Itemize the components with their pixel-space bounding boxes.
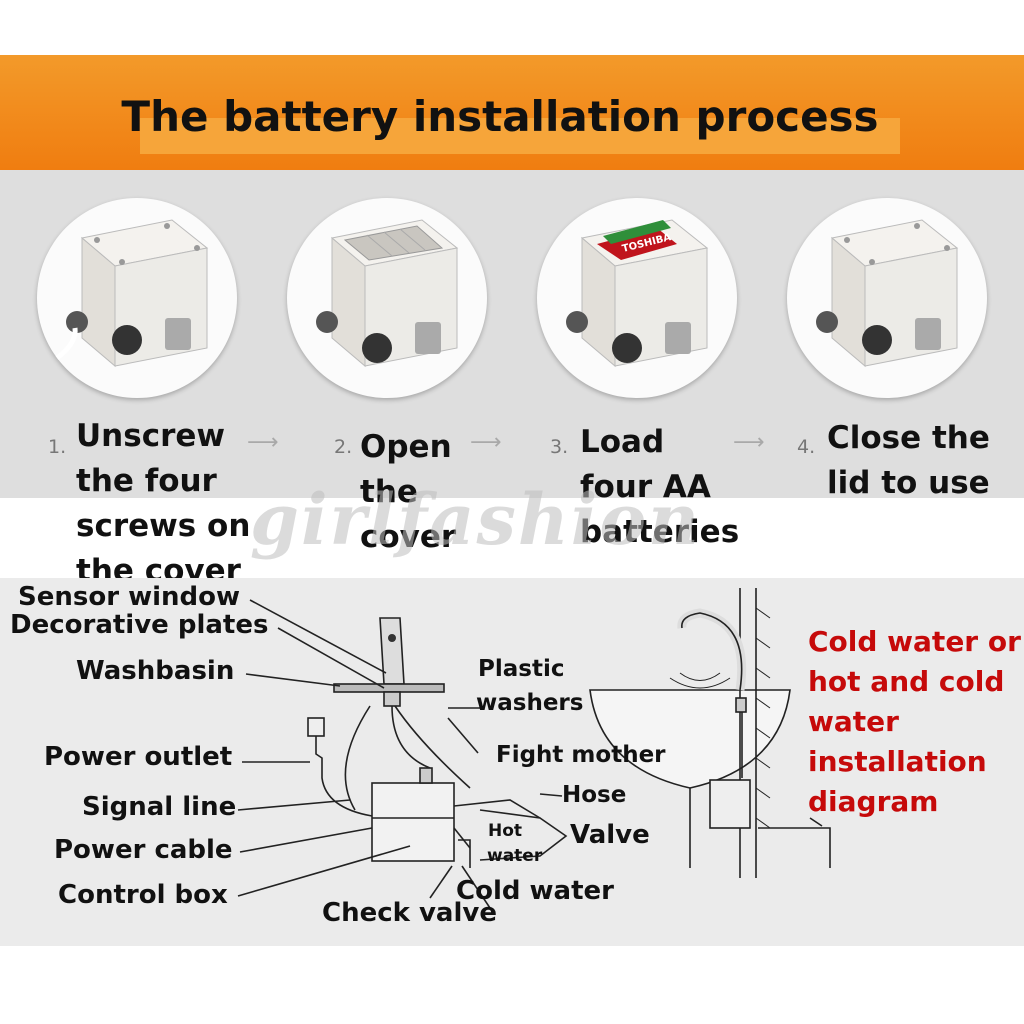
step-3-image: TOSHIBA bbox=[537, 198, 737, 398]
step-2-image bbox=[287, 198, 487, 398]
power-outlet-shape bbox=[307, 717, 325, 737]
step-4-number: 4. bbox=[797, 436, 816, 458]
label-power-outlet: Power outlet bbox=[44, 742, 233, 772]
label-hot-water-line2: water bbox=[487, 846, 543, 866]
installation-diagram bbox=[237, 588, 831, 909]
washbasin-plate bbox=[333, 683, 445, 693]
control-box-open-icon bbox=[316, 219, 459, 368]
control-box-shape bbox=[371, 782, 455, 862]
step-4-text: Close the lid to use bbox=[827, 420, 990, 501]
faucet-sensor bbox=[379, 617, 405, 685]
page-title: The battery installation process bbox=[121, 92, 879, 141]
title-highlight bbox=[140, 118, 900, 154]
fight-mother-line bbox=[391, 705, 431, 769]
label-fight-mother: Fight mother bbox=[496, 742, 666, 768]
label-check-valve: Check valve bbox=[322, 898, 497, 928]
step-1-text: Unscrew the four screws on the cover bbox=[76, 418, 251, 589]
signal-line bbox=[344, 705, 371, 811]
label-hose: Hose bbox=[562, 782, 627, 808]
step-2-number: 2. bbox=[334, 436, 353, 458]
label-valve: Valve bbox=[570, 820, 650, 850]
label-washbasin: Washbasin bbox=[76, 656, 235, 686]
step-1-number: 1. bbox=[48, 436, 67, 458]
installation-note: Cold water or hot and cold water install… bbox=[808, 625, 1021, 818]
arrow-right-icon: ⟶ bbox=[470, 430, 502, 455]
step-3-number: 3. bbox=[550, 436, 569, 458]
sink-bowl bbox=[589, 689, 791, 789]
watermark-text: girlfashion bbox=[250, 478, 701, 561]
label-hot-water-line1: Hot bbox=[488, 821, 523, 841]
control-box-closed-icon bbox=[55, 219, 209, 368]
control-box-closed-icon bbox=[816, 219, 959, 368]
label-plastic-washers-line2: washers bbox=[476, 690, 584, 716]
step-3-text: Load four AA batteries bbox=[580, 424, 740, 550]
label-control-box: Control box bbox=[58, 880, 228, 910]
control-box-batteries-icon: TOSHIBA bbox=[566, 219, 709, 368]
installation-diagram-panel bbox=[0, 578, 1024, 946]
label-decorative-plates: Decorative plates bbox=[10, 610, 269, 640]
arrow-right-icon: ⟶ bbox=[247, 430, 279, 455]
right-control-box bbox=[709, 779, 751, 829]
label-plastic-washers-line1: Plastic bbox=[478, 656, 565, 682]
step-4-image bbox=[787, 198, 987, 398]
washer bbox=[383, 691, 401, 707]
label-power-cable: Power cable bbox=[54, 835, 233, 865]
label-signal-line: Signal line bbox=[82, 792, 237, 822]
label-cold-water: Cold water bbox=[456, 876, 614, 906]
step-1-image bbox=[37, 198, 237, 398]
label-sensor-window: Sensor window bbox=[18, 582, 241, 612]
arrow-right-icon: ⟶ bbox=[733, 430, 765, 455]
step-2-text: Open the cover bbox=[360, 429, 457, 555]
